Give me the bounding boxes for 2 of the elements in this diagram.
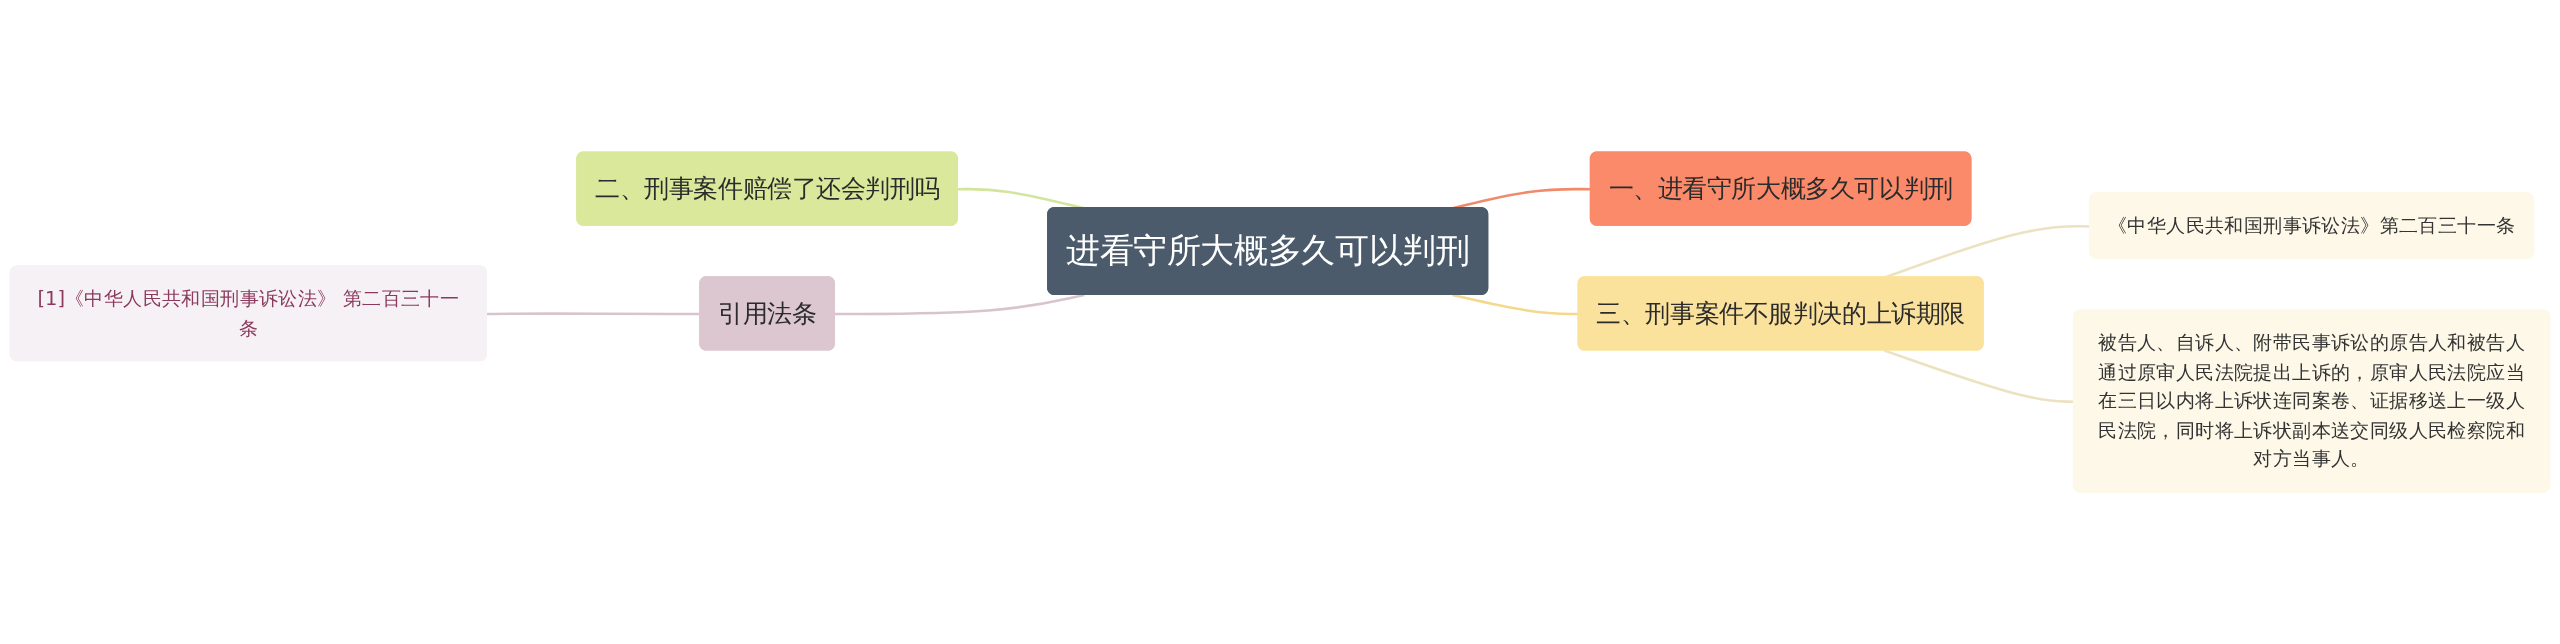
connector xyxy=(835,293,1085,316)
connector xyxy=(1452,293,1579,316)
